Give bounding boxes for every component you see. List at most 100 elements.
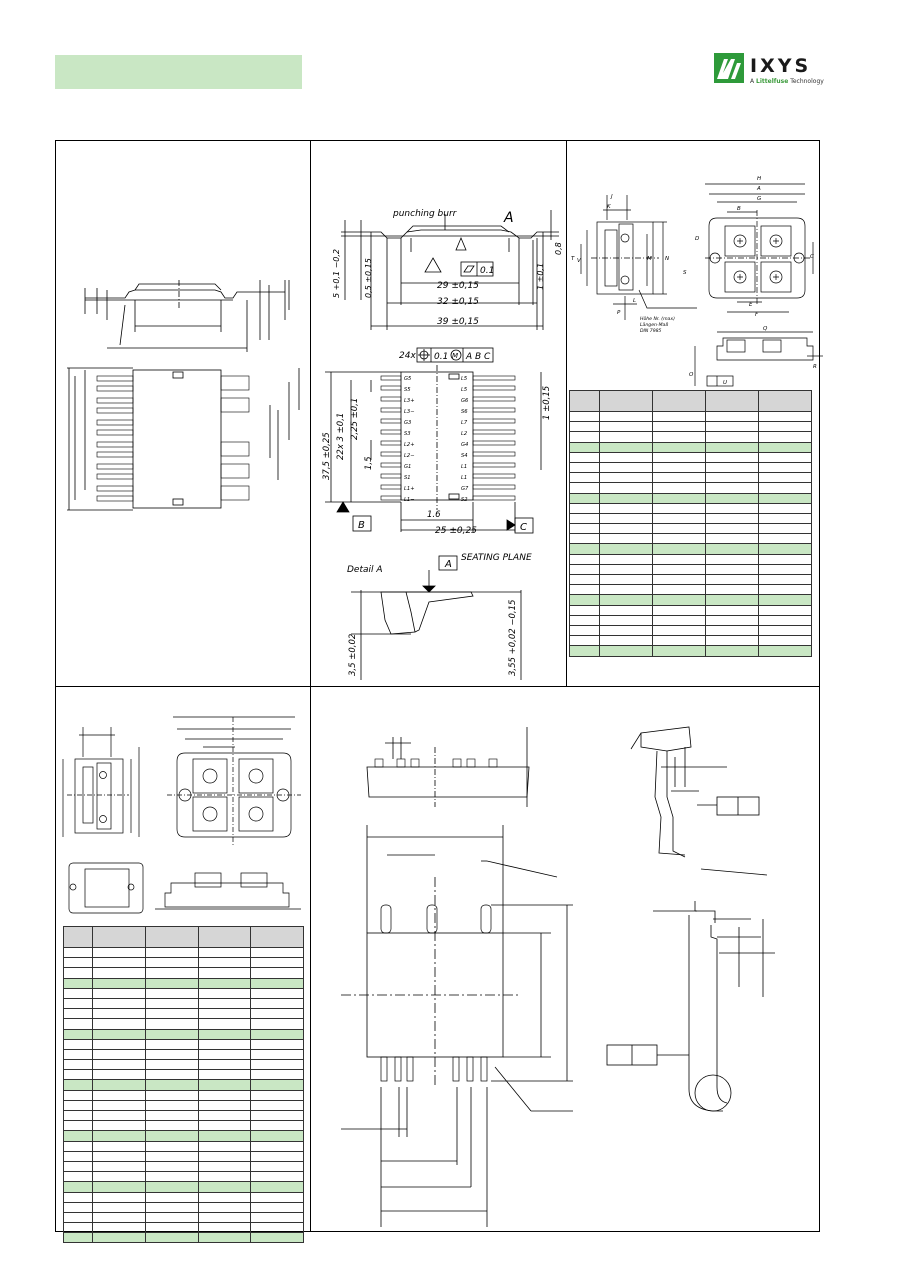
table-row [63, 997, 304, 1010]
dim-letter: D [695, 236, 699, 242]
table-row [569, 482, 812, 494]
table-row [569, 604, 812, 616]
table-row [569, 431, 812, 443]
dim-1-6: 1.6 [427, 510, 441, 520]
dim-05: 0,5 ±0,15 [364, 258, 373, 298]
table-row [569, 635, 812, 647]
dim-32: 32 ±0,15 [437, 297, 479, 307]
pin-label-right: L2 [461, 431, 467, 437]
table-row [63, 1089, 304, 1101]
pin-label-left: L1+ [404, 486, 415, 492]
pin-label-right: G4 [461, 442, 468, 448]
dim-1-5: 1,5 [364, 456, 374, 470]
table-row [569, 502, 812, 514]
dim-08: 0,8 [554, 242, 563, 255]
dim-22x3: 22x 3 ±0,1 [336, 413, 346, 460]
table-row [569, 533, 812, 545]
dim-letter: K [607, 204, 611, 210]
table-row [569, 553, 812, 565]
package-drawing-top-middle: punching burr A 0.1 29 ±0,15 32 ±0,15 39… [322, 209, 563, 680]
table-header-row [63, 926, 304, 948]
table-row [63, 1079, 304, 1091]
table-row [63, 1181, 304, 1193]
table-row [569, 584, 812, 596]
note-line-2: Längen-Maß [640, 322, 668, 328]
pin-label-left: L3+ [404, 398, 415, 404]
table-row [569, 594, 812, 606]
table-row [569, 461, 812, 474]
position-modifier: M [452, 352, 458, 360]
table-row [569, 645, 812, 657]
pin-label-left: L2+ [404, 442, 415, 448]
table-row [63, 1171, 304, 1183]
table-row [63, 1048, 304, 1061]
table-row [63, 1232, 304, 1244]
position-value: 0.1 [434, 352, 448, 362]
table-row [569, 451, 812, 463]
table-row [63, 1059, 304, 1071]
dim-letter: F [755, 312, 759, 318]
dim-letter: A [756, 186, 761, 192]
dim-letter: N [665, 256, 669, 262]
table-row [569, 573, 812, 586]
dim-letter: G [757, 196, 761, 202]
panel-divider [310, 140, 311, 687]
table-row [63, 1109, 304, 1122]
table-row [63, 957, 304, 969]
datum-c: C [520, 522, 527, 533]
dim-1-15: 1 ±0,15 [542, 386, 552, 420]
dim-letter: P [617, 310, 621, 316]
pin-label-left: G3 [404, 420, 411, 426]
dim-letter: E [749, 302, 753, 308]
table-row [569, 472, 812, 484]
table-header-row [569, 390, 812, 412]
dimension-table-bottom-left [63, 926, 304, 1244]
dim-letter: J [610, 194, 613, 200]
table-row [63, 1130, 304, 1142]
dim-1: 1 ±0,1 [536, 263, 545, 290]
dim-letter: R [813, 364, 817, 370]
pin-label-left: S1 [404, 475, 411, 481]
dim-letter: O [689, 372, 694, 378]
dim-2-25: 2,25 ±0,1 [350, 398, 360, 440]
table-row [63, 1150, 304, 1162]
pin-label-left: L2− [404, 453, 415, 459]
table-row [569, 512, 812, 525]
dim-letter: V [577, 258, 582, 264]
dim-letter: T [571, 256, 575, 262]
table-row [63, 987, 304, 999]
header-title-box [55, 55, 302, 89]
table-row [63, 1069, 304, 1081]
table-row [63, 1038, 304, 1050]
punching-burr-label: punching burr [392, 209, 458, 219]
pin-label-left: S5 [404, 387, 411, 393]
table-row [63, 1191, 304, 1203]
brand-tagline: A Littelfuse Technology [750, 78, 824, 85]
table-row [569, 543, 812, 555]
dim-letter: Q [763, 326, 768, 332]
detail-a-label: Detail A [347, 565, 383, 575]
package-drawing-top-left [67, 280, 300, 511]
panel-divider [566, 140, 567, 687]
table-row [63, 946, 304, 959]
package-drawing-bottom-left [62, 716, 301, 914]
table-row [63, 1140, 304, 1152]
pin-label-right: S2 [461, 497, 468, 503]
pin-label-right: G6 [461, 398, 469, 404]
note-line-3: DIN 7985 [640, 328, 662, 334]
table-row [63, 1222, 304, 1234]
dim-29: 29 ±0,15 [437, 281, 479, 291]
dim-letter: L [633, 298, 636, 304]
dim-3-5: 3,5 ±0,02 [348, 634, 358, 676]
pin-label-right: L7 [461, 420, 468, 426]
pin-label-right: S4 [461, 453, 468, 459]
dim-5: 5 +0,1 −0,2 [332, 249, 341, 298]
table-row [569, 624, 812, 637]
pin-label-left: S3 [404, 431, 411, 437]
pin-label-left: G1 [404, 464, 411, 470]
table-row [569, 421, 812, 433]
dim-37-5: 37,5 ±0,25 [322, 432, 332, 480]
table-row [63, 1008, 304, 1020]
note-line-1: Höhe Nr. (max) [640, 316, 675, 322]
table-row [63, 1120, 304, 1132]
